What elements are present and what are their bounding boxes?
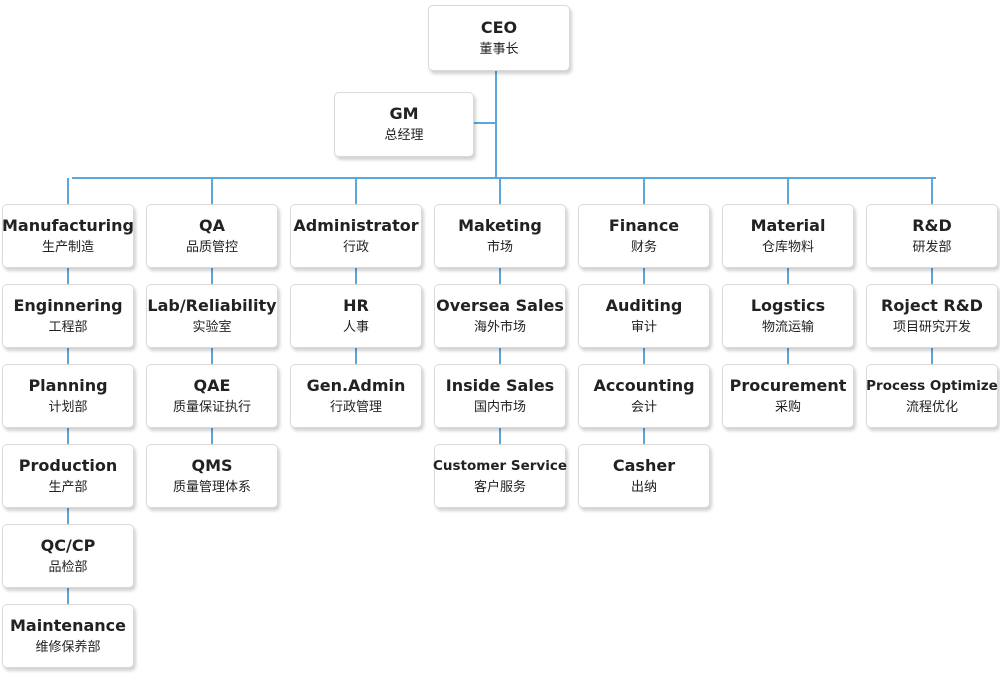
node-manufacturing-0: Manufacturing 生产制造 [2,204,134,268]
node-material-0: Material 仓库物料 [722,204,854,268]
node-gm: GM 总经理 [334,92,474,157]
node-maketing-2-title: Inside Sales [445,375,555,395]
node-rnd-1-title: Roject R&D [881,295,983,315]
node-maketing-0-subtitle: 市场 [486,239,513,255]
node-manufacturing-3-title: Production [18,455,118,475]
node-manufacturing-5-subtitle: 维修保养部 [35,639,101,655]
node-material-2-title: Procurement [729,375,847,395]
node-ceo: CEO 董事长 [428,5,570,71]
node-manufacturing-1-subtitle: 工程部 [48,319,88,335]
node-material-0-subtitle: 仓库物料 [761,239,814,255]
node-rnd-2: Process Optimize 流程优化 [866,364,998,428]
node-administrator-2-subtitle: 行政管理 [329,399,382,415]
node-gm-subtitle: 总经理 [384,128,424,143]
node-manufacturing-1-title: Enginnering [13,295,123,315]
node-finance-1-title: Auditing [605,295,683,315]
node-material-1-title: Logstics [750,295,826,315]
node-maketing-0: Maketing 市场 [434,204,566,268]
node-manufacturing-4-subtitle: 品检部 [48,559,88,575]
node-administrator-2: Gen.Admin 行政管理 [290,364,422,428]
node-finance-0: Finance 财务 [578,204,710,268]
node-material-1: Logstics 物流运输 [722,284,854,348]
node-finance-2-title: Accounting [593,375,695,395]
node-qa-0-subtitle: 品质管控 [185,239,238,255]
node-manufacturing-0-subtitle: 生产制造 [41,239,94,255]
node-qa-1: Lab/Reliability 实验室 [146,284,278,348]
node-maketing-2-subtitle: 国内市场 [473,399,526,415]
node-manufacturing-4: QC/CP 品检部 [2,524,134,588]
node-manufacturing-5: Maintenance 维修保养部 [2,604,134,668]
node-material-1-subtitle: 物流运输 [761,319,814,335]
node-qa-3-title: QMS [191,455,233,475]
node-manufacturing-3-subtitle: 生产部 [48,479,88,495]
node-qa-2-subtitle: 质量保证执行 [172,399,251,415]
node-maketing-0-title: Maketing [458,215,542,235]
node-rnd-2-title: Process Optimize [866,377,998,394]
node-ceo-subtitle: 董事长 [479,41,519,57]
node-finance-0-title: Finance [608,215,680,235]
node-finance-2-subtitle: 会计 [630,399,657,415]
node-maketing-1: Oversea Sales 海外市场 [434,284,566,348]
node-rnd-1: Roject R&D 项目研究开发 [866,284,998,348]
node-gm-title: GM [389,104,419,123]
node-manufacturing-2: Planning 计划部 [2,364,134,428]
node-manufacturing-4-title: QC/CP [40,535,96,555]
node-maketing-3-subtitle: 客户服务 [473,479,526,495]
node-manufacturing-1: Enginnering 工程部 [2,284,134,348]
node-finance-0-subtitle: 财务 [630,239,657,255]
node-rnd-0-subtitle: 研发部 [912,239,952,255]
node-qa-2-title: QAE [193,375,231,395]
node-administrator-1: HR 人事 [290,284,422,348]
node-maketing-1-subtitle: 海外市场 [473,319,526,335]
node-maketing-3-title: Customer Service [433,457,567,474]
node-rnd-1-subtitle: 项目研究开发 [892,319,971,335]
node-manufacturing-3: Production 生产部 [2,444,134,508]
node-qa-1-title: Lab/Reliability [147,295,277,315]
node-material-2-subtitle: 采购 [774,399,801,415]
node-rnd-2-subtitle: 流程优化 [905,399,958,415]
node-administrator-1-subtitle: 人事 [342,319,369,335]
node-manufacturing-0-title: Manufacturing [2,215,134,235]
node-material-0-title: Material [750,215,826,235]
node-rnd-0-title: R&D [912,215,952,235]
node-qa-0: QA 品质管控 [146,204,278,268]
node-administrator-2-title: Gen.Admin [306,375,406,395]
node-maketing-1-title: Oversea Sales [436,295,564,315]
node-manufacturing-2-title: Planning [28,375,108,395]
node-finance-3: Casher 出纳 [578,444,710,508]
node-finance-2: Accounting 会计 [578,364,710,428]
node-qa-1-subtitle: 实验室 [192,319,232,335]
node-finance-1: Auditing 审计 [578,284,710,348]
node-manufacturing-2-subtitle: 计划部 [48,399,88,415]
node-administrator-0-title: Administrator [293,215,419,235]
node-manufacturing-5-title: Maintenance [9,615,126,635]
node-ceo-title: CEO [480,17,518,37]
node-administrator-0: Administrator 行政 [290,204,422,268]
node-finance-3-subtitle: 出纳 [630,479,657,495]
node-qa-0-title: QA [199,215,225,235]
node-qa-3-subtitle: 质量管理体系 [172,479,251,495]
node-administrator-1-title: HR [343,295,369,315]
node-finance-1-subtitle: 审计 [630,319,657,335]
node-qa-3: QMS 质量管理体系 [146,444,278,508]
node-administrator-0-subtitle: 行政 [342,239,369,255]
node-material-2: Procurement 采购 [722,364,854,428]
node-rnd-0: R&D 研发部 [866,204,998,268]
node-maketing-2: Inside Sales 国内市场 [434,364,566,428]
node-finance-3-title: Casher [612,455,676,475]
node-maketing-3: Customer Service 客户服务 [433,444,567,508]
node-qa-2: QAE 质量保证执行 [146,364,278,428]
